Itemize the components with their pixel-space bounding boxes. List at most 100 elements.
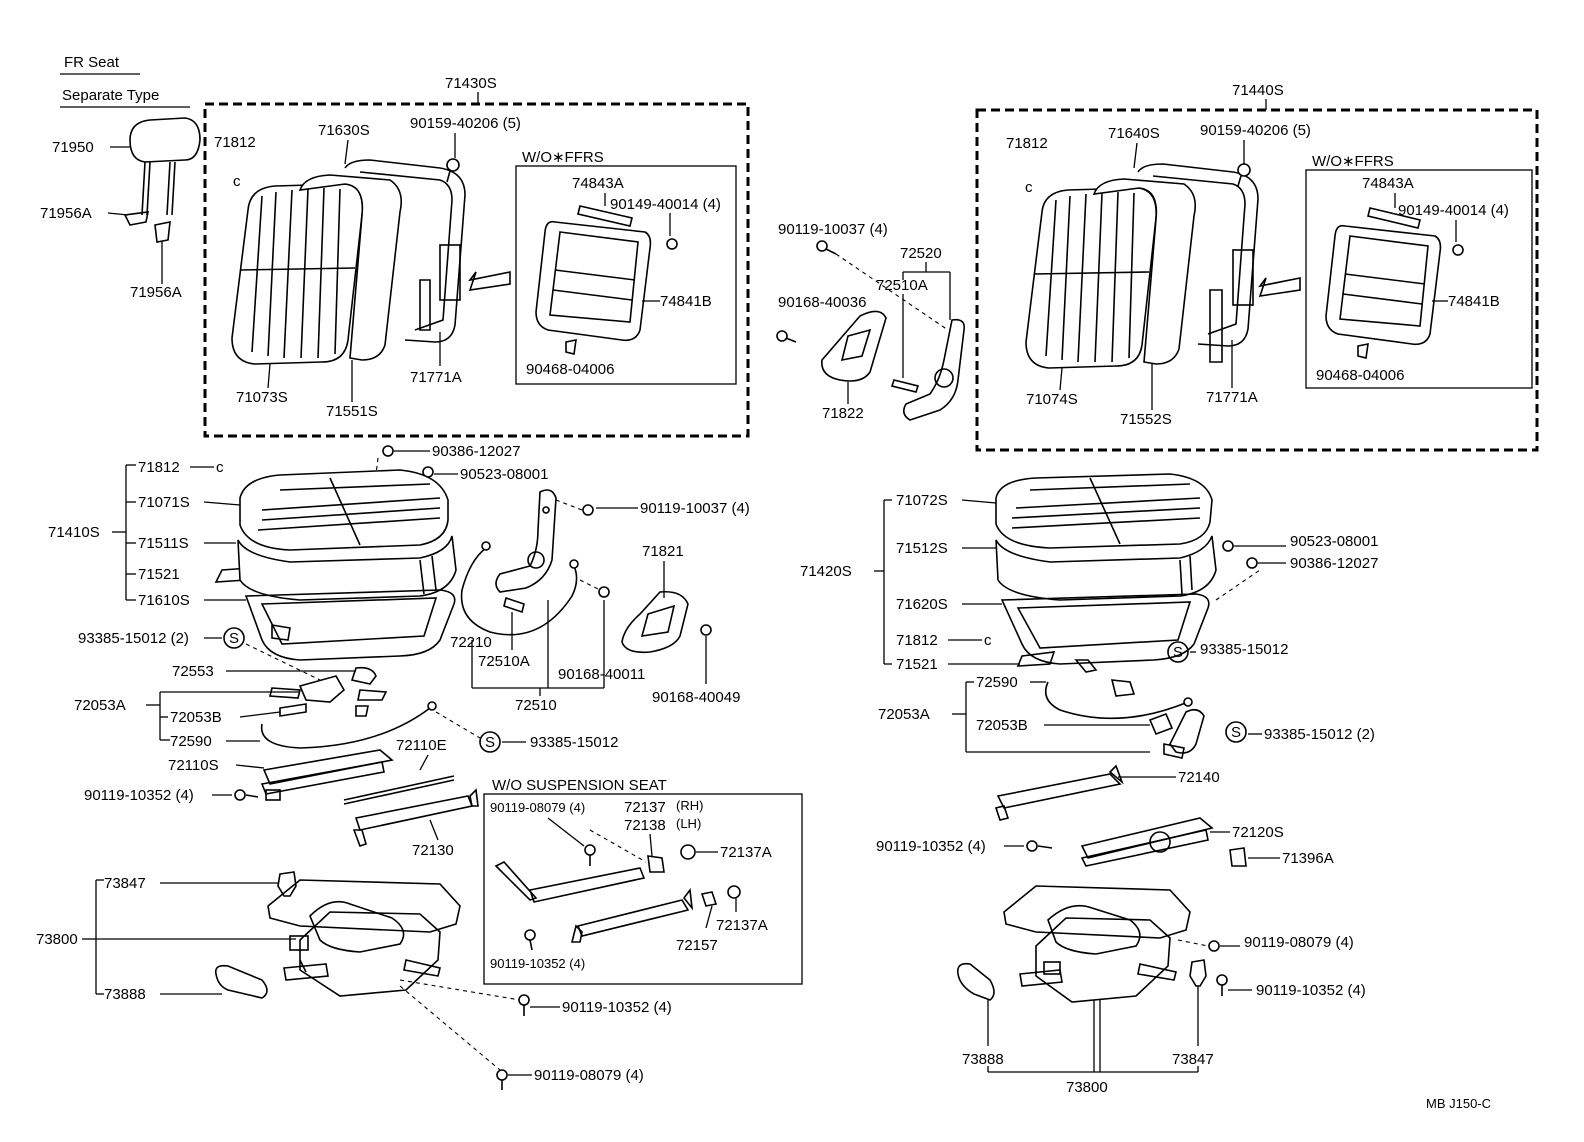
clip-icon-71812-c: c: [216, 459, 224, 476]
label-90159-right: 90159-40206 (5): [1200, 122, 1311, 139]
label-90119-10352-c: 90119-10352 (4): [562, 999, 672, 1016]
right-wo-ffrs-box: [1305, 169, 1533, 389]
label-73800-right: 73800: [1066, 1079, 1108, 1096]
left-seatback-assembly-box: [203, 102, 750, 438]
pad-71521-right: [1016, 651, 1056, 667]
label-71812-a: 71812: [214, 134, 256, 151]
label-93385-a: 93385-15012 (2): [78, 630, 189, 647]
label-74841b-right: 74841B: [1448, 293, 1500, 310]
trim-74843a-left: [577, 205, 633, 227]
label-72510a-a: 72510A: [876, 277, 928, 294]
label-90468-right: 90468-04006: [1316, 367, 1404, 384]
seat-cushion-71071s: [239, 469, 449, 551]
label-90168-40036: 90168-40036: [778, 294, 866, 311]
label-90149-right: 90149-40014 (4): [1398, 202, 1509, 219]
dashline-wo-susp: [589, 829, 647, 863]
s-mark-c-text: S: [1173, 644, 1183, 661]
right-back-cushion: [1025, 187, 1157, 369]
bolt-90119-10352-e: [1216, 974, 1228, 996]
label-71440s: 71440S: [1232, 82, 1284, 99]
label-90119-10352-a: 90119-10352 (4): [84, 787, 194, 804]
adjuster-lever-right: [1148, 708, 1205, 759]
label-72138: 72138: [624, 817, 666, 834]
s-mark-a: [223, 627, 245, 649]
label-71073s: 71073S: [236, 389, 288, 406]
label-90119-08079-b: 90119-08079 (4): [534, 1067, 644, 1084]
recliner-cover-71821: [621, 590, 689, 654]
rail-wo-susp-a: [494, 861, 646, 903]
label-90386-left: 90386-12027: [432, 443, 520, 460]
leader-72137-72138: [649, 833, 653, 857]
label-71950: 71950: [52, 139, 94, 156]
seat-cushion-71072s: [995, 473, 1213, 549]
clip-71396a: [1229, 847, 1247, 867]
label-72110s: 72110S: [168, 757, 219, 774]
leader-72130: [429, 819, 439, 841]
label-73847-left: 73847: [104, 875, 146, 892]
clip-icon-71812-b: c: [1025, 179, 1033, 196]
leader-71640s: [1133, 142, 1138, 169]
label-71812-b: 71812: [1006, 135, 1048, 152]
label-71812-c: 71812: [138, 459, 180, 476]
label-71521-a: 71521: [138, 566, 180, 583]
trim-74843a-right: [1367, 207, 1421, 229]
leader-72110s: [235, 764, 265, 769]
adjuster-lever-72553: [268, 666, 388, 717]
label-90468-left: 90468-04006: [526, 361, 614, 378]
label-71956a-1: 71956A: [40, 205, 92, 222]
seat-pad-71512s: [995, 535, 1217, 601]
dashline-adjuster-left-b: [399, 985, 501, 1071]
bolt-90119-08079-c: [1208, 940, 1220, 952]
leader-71073s: [267, 363, 271, 389]
label-73888-left: 73888: [104, 986, 146, 1003]
label-90119-10352-d: 90119-10352 (4): [876, 838, 986, 855]
label-72137a-a: 72137A: [720, 844, 772, 861]
label-72053b-left: 72053B: [170, 709, 222, 726]
label-72137: 72137: [624, 799, 666, 816]
leader-71956a-1: [107, 212, 129, 216]
label-93385-c: 93385-15012: [1200, 641, 1288, 658]
label-71551s: 71551S: [326, 403, 378, 420]
label-93385-d: 93385-15012 (2): [1264, 726, 1375, 743]
label-90168-40011: 90168-40011: [558, 666, 645, 683]
bolt-90168-40036: [776, 330, 797, 343]
s-mark-b: [479, 731, 501, 753]
label-71072s: 71072S: [896, 492, 948, 509]
label-71771a-left: 71771A: [410, 369, 462, 386]
s-mark-a-text: S: [229, 630, 239, 647]
label-72520: 72520: [900, 245, 942, 262]
label-71812-d: 71812: [896, 632, 938, 649]
label-72053b-right: 72053B: [976, 717, 1028, 734]
label-90119-08079-c: 90119-08079 (4): [1244, 934, 1354, 951]
arrow-left-box: [468, 271, 511, 291]
dashline-90168-40011: [579, 579, 601, 591]
label-72053a-left: 72053A: [74, 697, 126, 714]
label-90523-left: 90523-08001: [460, 466, 548, 483]
bushing-72137a-a: [680, 844, 696, 860]
label-71821: 71821: [642, 543, 684, 560]
label-90119-10037-b: 90119-10037 (4): [640, 500, 750, 517]
label-right-wo-ffrs: W/O∗FFRS: [1312, 153, 1394, 170]
label-90386-right: 90386-12027: [1290, 555, 1378, 572]
spring-72110e-b: [343, 779, 455, 805]
leader-71074s: [1059, 367, 1063, 391]
seat-frame-71610s: [244, 589, 456, 661]
label-71610s: 71610S: [138, 592, 190, 609]
back-board-74841b-left: [535, 220, 652, 342]
label-rh: (RH): [676, 798, 703, 813]
label-71630s: 71630S: [318, 122, 370, 139]
seat-adjuster-73800-right: [1003, 885, 1191, 1003]
label-90119-10037-a: 90119-10037 (4): [778, 221, 888, 238]
spring-72510a: [503, 596, 525, 614]
label-72210: 72210: [450, 634, 492, 651]
dashline-cushion-right: [1215, 569, 1261, 601]
bolt-90149-right: [1452, 244, 1464, 256]
label-71640s: 71640S: [1108, 125, 1160, 142]
dashline-93385-a: [245, 643, 321, 681]
left-back-frame: [344, 159, 466, 343]
label-74843a-left: 74843A: [572, 175, 624, 192]
s-mark-d: [1225, 721, 1247, 743]
arrow-right-box: [1258, 277, 1301, 297]
diagram-title: FR Seat: [64, 54, 120, 71]
